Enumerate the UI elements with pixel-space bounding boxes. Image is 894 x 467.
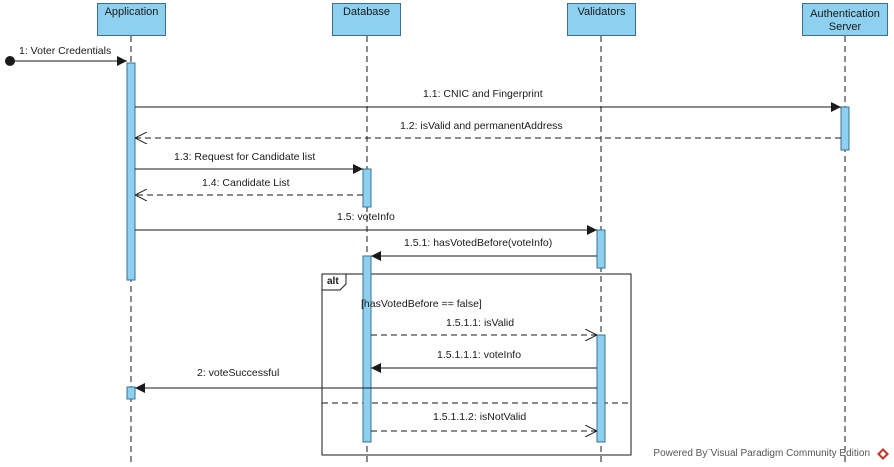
- lifeline-application-head: Application: [97, 3, 166, 36]
- visual-paradigm-logo-icon: [877, 448, 889, 460]
- lifeline-auth-head: Authentication Server: [802, 3, 888, 36]
- lifeline-database-label: Database: [342, 6, 391, 18]
- activation-validators-1: [596, 229, 606, 269]
- message-label-m1-4: 1.4: Candidate List: [202, 177, 290, 189]
- activation-database-1: [362, 168, 372, 208]
- message-label-m1-5-1-1: 1.5.1.1: isValid: [446, 317, 515, 329]
- lifeline-application-label: Application: [104, 6, 159, 18]
- message-label-m1-5: 1.5: voteInfo: [337, 211, 395, 223]
- alt-guard-label: [hasVotedBefore == false]: [361, 298, 482, 310]
- activation-application-1: [126, 62, 136, 281]
- activation-validators-2: [596, 334, 606, 443]
- alt-operator-label: alt: [327, 276, 339, 287]
- found-message-dot: [5, 56, 15, 66]
- message-label-m1-5-1: 1.5.1: hasVotedBefore(voteInfo): [404, 237, 553, 249]
- message-label-m1-3: 1.3: Request for Candidate list: [174, 151, 316, 163]
- activation-auth: [840, 106, 850, 151]
- powered-by-footer: Powered By¨Visual Paradigm Community Edi…: [653, 448, 870, 459]
- activation-database-2: [362, 255, 372, 443]
- lifeline-auth-label-line2: Server: [828, 20, 862, 33]
- lifeline-validators-label: Validators: [577, 6, 626, 18]
- message-label-m1-5-1-1-1: 1.5.1.1.1: voteInfo: [437, 349, 522, 361]
- lifeline-validators-head: Validators: [567, 3, 636, 36]
- message-label-m2: 2: voteSuccessful: [197, 367, 280, 379]
- lifeline-database-head: Database: [332, 3, 401, 36]
- message-label-m1-1: 1.1: CNIC and Fingerprint: [423, 88, 543, 100]
- activation-application-2: [126, 386, 136, 400]
- alt-frame-tab: [321, 273, 347, 291]
- lifeline-auth-label-line1: Authentication: [810, 7, 880, 20]
- message-label-m1: 1: Voter Credentials: [19, 45, 112, 57]
- message-label-m1-2: 1.2: isValid and permanentAddress: [400, 120, 563, 132]
- message-label-m1-5-1-2: 1.5.1.1.2: isNotValid: [433, 411, 527, 423]
- alt-frame: [321, 273, 632, 456]
